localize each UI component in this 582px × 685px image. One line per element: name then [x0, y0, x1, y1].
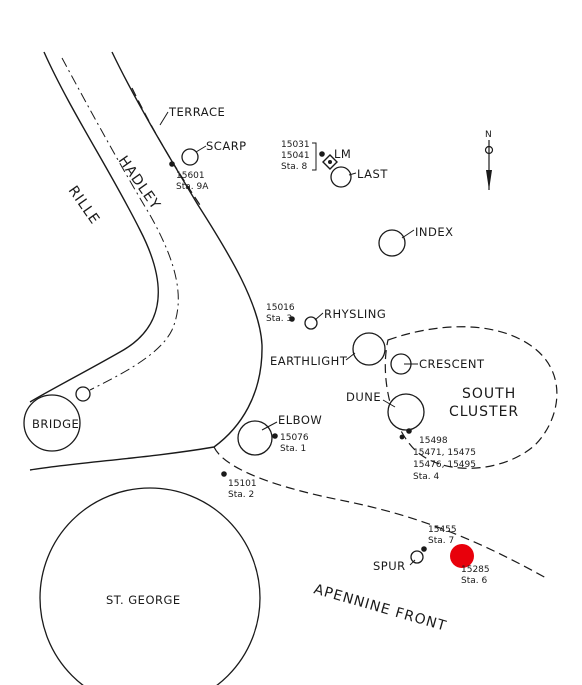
- crater-bridge-small: [75, 386, 91, 402]
- crater-elbow: [237, 420, 273, 456]
- label-apennine-front: APENNINE FRONT: [312, 581, 449, 634]
- label-hadley: HADLEY: [115, 153, 164, 213]
- point-sta-4b: [399, 434, 405, 440]
- label-st-george: ST. GEORGE: [106, 593, 181, 607]
- leader-scarp: [195, 145, 207, 153]
- label-bridge: BRIDGE: [32, 417, 79, 431]
- label-spur: SPUR: [373, 559, 406, 573]
- label-dune: DUNE: [346, 390, 381, 404]
- label-scarp: SCARP: [206, 139, 247, 153]
- crater-index: [378, 229, 406, 257]
- point-sta-1: [272, 433, 278, 439]
- leader-last: [348, 172, 357, 176]
- sta-1-label: Sta. 1: [280, 444, 306, 454]
- leader-elbow: [261, 421, 278, 431]
- label-lm: LM: [334, 147, 351, 161]
- label-south: SOUTH: [462, 386, 516, 402]
- leader-spur: [409, 559, 416, 566]
- rille-centerline: [61, 57, 179, 391]
- crater-last: [330, 166, 352, 188]
- crater-spur: [410, 550, 424, 564]
- label-crescent: CRESCENT: [419, 357, 485, 371]
- leader-earthlight: [345, 352, 356, 361]
- sta-9a-label: Sta. 9A: [176, 182, 209, 192]
- label-rille: RILLE: [65, 183, 103, 228]
- label-rhysling: RHYSLING: [324, 307, 386, 321]
- sta-7-label: Sta. 7: [428, 536, 454, 546]
- crater-scarp: [181, 148, 199, 166]
- north-arrow-icon: [484, 140, 494, 190]
- label-last: LAST: [357, 167, 388, 181]
- label-earthlight: EARTHLIGHT: [270, 354, 348, 368]
- label-index: INDEX: [415, 225, 454, 239]
- sta-6-sample: 15285: [461, 565, 490, 575]
- leader-terrace: [159, 111, 169, 126]
- point-sta-7: [421, 546, 427, 552]
- sta-4-sample-2: 15471, 15475: [413, 448, 476, 458]
- crater-st-george: [39, 487, 261, 685]
- sta-4-label: Sta. 4: [413, 472, 439, 482]
- traverse-route: [213, 446, 547, 579]
- terrace-scarp-line: [131, 87, 201, 206]
- north-label: N: [485, 130, 492, 140]
- sta-4-sample-1: 15498: [419, 436, 448, 446]
- crater-rhysling: [304, 316, 318, 330]
- sta-3-sample: 15016: [266, 303, 295, 313]
- crater-dune: [387, 393, 425, 431]
- sta-1-sample: 15076: [280, 433, 309, 443]
- lm-bracket: [312, 142, 317, 171]
- leader-index: [401, 229, 415, 239]
- sta-2-label: Sta. 2: [228, 490, 254, 500]
- sta-8-sample-1: 15031: [281, 140, 310, 150]
- point-sta-2: [221, 471, 227, 477]
- sta-2-sample: 15101: [228, 479, 257, 489]
- sta-9a-sample: 15601: [176, 171, 205, 181]
- sta-8-sample-2: 15041: [281, 151, 310, 161]
- point-sta-8: [319, 151, 325, 157]
- label-elbow: ELBOW: [278, 413, 322, 427]
- sta-6-label: Sta. 6: [461, 576, 487, 586]
- crater-earthlight: [352, 332, 386, 366]
- label-terrace: TERRACE: [168, 105, 225, 119]
- sta-8-label: Sta. 8: [281, 162, 307, 172]
- sta-3-label: Sta. 3: [266, 314, 292, 324]
- leader-rhysling: [314, 312, 324, 321]
- point-sta-3: [289, 316, 295, 322]
- crater-bridge: [23, 394, 81, 452]
- rille-west-wall: [29, 51, 160, 403]
- red-marker: [450, 544, 474, 568]
- leader-dune: [382, 399, 396, 408]
- point-sta-9a: [169, 161, 175, 167]
- sta-7-sample: 15455: [428, 525, 457, 535]
- lm-symbol-icon: [322, 154, 338, 170]
- label-cluster: CLUSTER: [449, 404, 519, 420]
- sta-4-sample-3: 15476, 15495: [413, 460, 476, 470]
- point-sta-4a: [406, 428, 412, 434]
